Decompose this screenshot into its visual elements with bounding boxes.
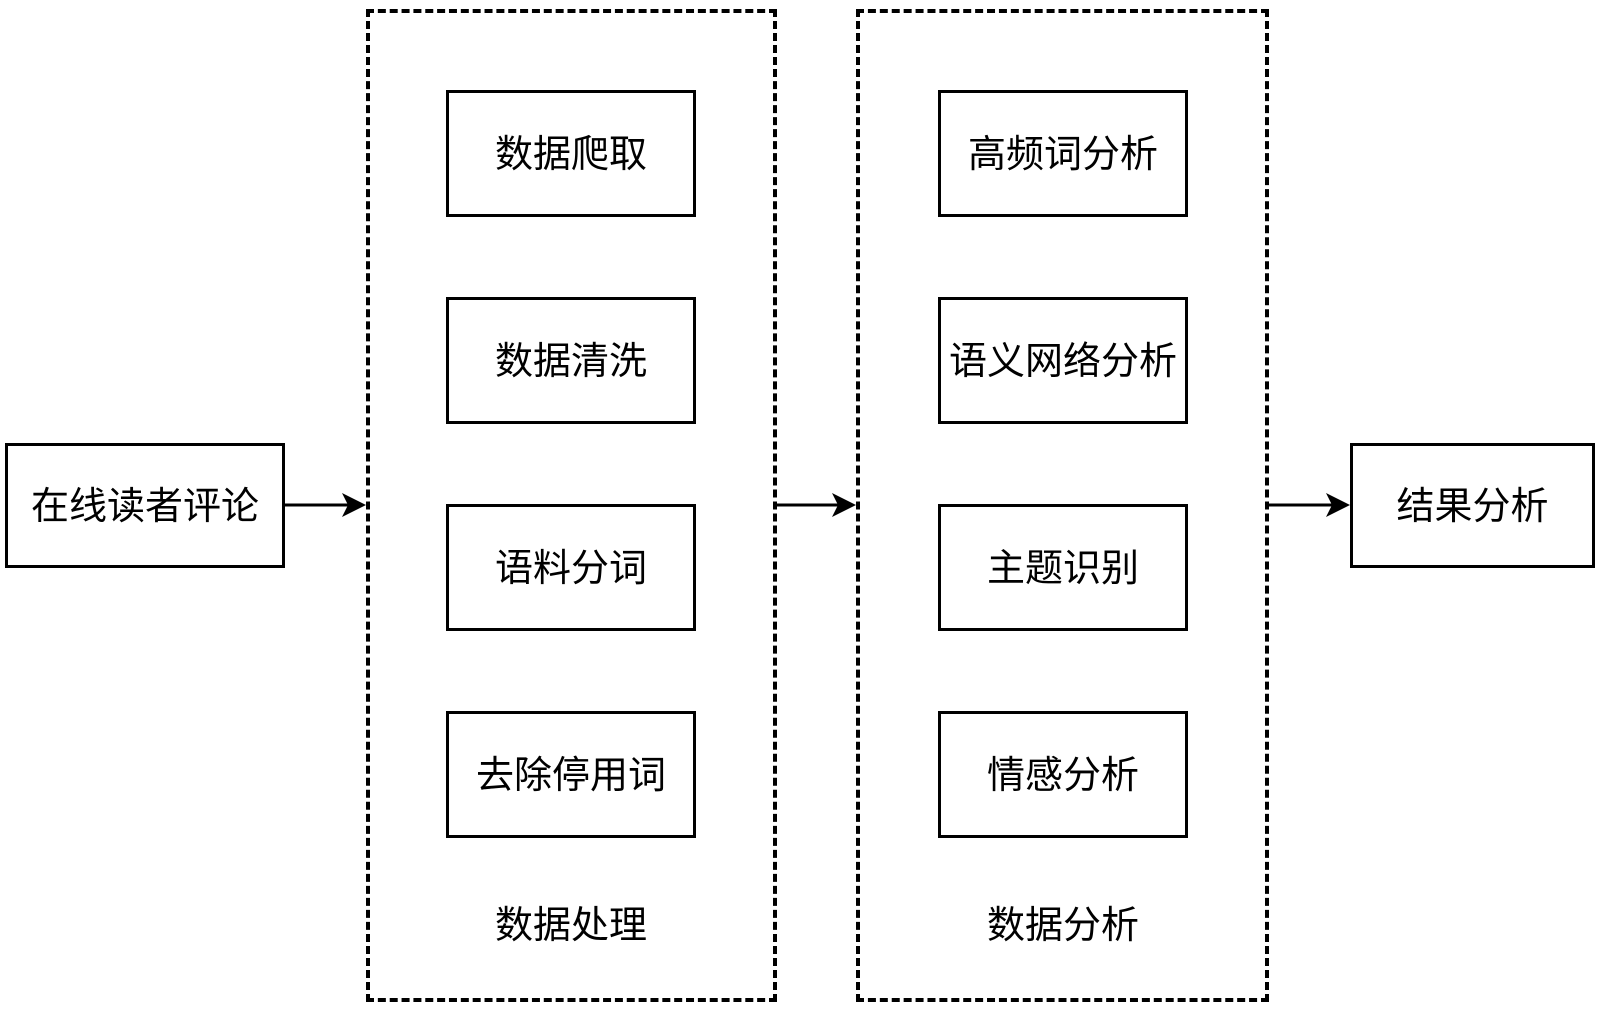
analysis-step-semantic-network: 语义网络分析: [938, 297, 1188, 424]
analysis-step-label: 语义网络分析: [948, 338, 1177, 383]
analysis-step-label: 主题识别: [986, 545, 1139, 590]
arrow-analysis-to-output: [1269, 493, 1350, 517]
input-node-label: 在线读者评论: [30, 483, 259, 528]
processing-step-label: 语料分词: [494, 545, 647, 590]
arrow-processing-to-analysis: [777, 493, 856, 517]
input-node: 在线读者评论: [5, 443, 285, 568]
analysis-step-label: 高频词分析: [967, 131, 1158, 176]
processing-group-title: 数据处理: [494, 903, 647, 947]
processing-step-label: 数据爬取: [494, 131, 647, 176]
analysis-step-label: 情感分析: [986, 752, 1139, 797]
output-node: 结果分析: [1350, 443, 1595, 568]
arrow-input-to-processing: [285, 493, 366, 517]
processing-step-crawl: 数据爬取: [446, 90, 696, 217]
processing-step-label: 数据清洗: [494, 338, 647, 383]
analysis-group-title: 数据分析: [986, 903, 1139, 947]
output-node-label: 结果分析: [1396, 483, 1549, 528]
processing-group: [366, 9, 777, 1002]
analysis-step-topic: 主题识别: [938, 504, 1188, 631]
analysis-step-frequency: 高频词分析: [938, 90, 1188, 217]
processing-step-clean: 数据清洗: [446, 297, 696, 424]
analysis-step-sentiment: 情感分析: [938, 711, 1188, 838]
processing-step-stopwords: 去除停用词: [446, 711, 696, 838]
processing-step-label: 去除停用词: [475, 752, 666, 797]
processing-step-segment: 语料分词: [446, 504, 696, 631]
analysis-group: [856, 9, 1269, 1002]
